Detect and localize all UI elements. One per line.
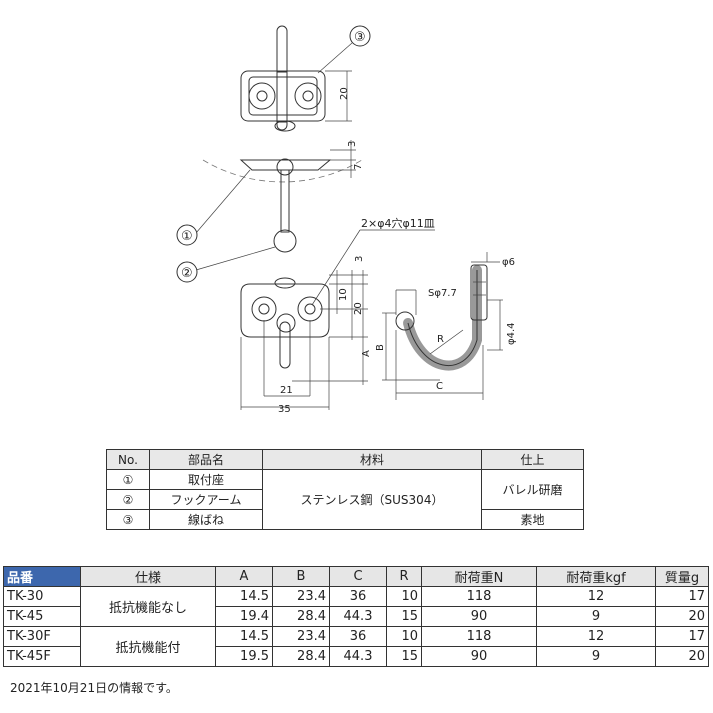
part-no: ③ — [106, 509, 150, 530]
spec-header-C: C — [329, 566, 387, 587]
value-C: 36 — [329, 586, 387, 607]
value-A: 19.4 — [215, 606, 273, 627]
spec-row: TK-30 抵抗機能なし 14.5 23.4 36 10 118 12 17 — [3, 586, 709, 627]
spec-type: 抵抗機能付 — [80, 626, 216, 667]
value-load-n: 118 — [421, 586, 537, 607]
spec-header-spec: 仕様 — [80, 566, 216, 587]
dim-20-bottom: 20 — [353, 302, 364, 315]
spec-header-R: R — [386, 566, 422, 587]
value-B: 28.4 — [272, 646, 330, 667]
spec-type: 抵抗機能なし — [80, 586, 216, 627]
spec-header-load-kgf: 耐荷重kgf — [536, 566, 656, 587]
value-A: 14.5 — [215, 586, 273, 607]
hook-profile: R Sφ7.7 φ6 φ4.4 B C — [375, 252, 517, 400]
part-no: ② — [106, 489, 150, 510]
spec-header-code: 品番 — [3, 566, 81, 587]
value-C: 44.3 — [329, 606, 387, 627]
dim-B: B — [375, 344, 386, 351]
spec-row: TK-45F 19.5 28.4 44.3 15 90 9 20 — [3, 646, 709, 667]
info-date-note: 2021年10月21日の情報です。 — [10, 681, 178, 695]
dim-R: R — [437, 334, 444, 345]
spec-header-A: A — [215, 566, 273, 587]
part-material: ステンレス鋼（SUS304） — [262, 469, 482, 530]
value-C: 44.3 — [329, 646, 387, 667]
parts-row: ① 取付座 ステンレス鋼（SUS304） バレル研磨 — [106, 469, 584, 530]
spec-header-load-n: 耐荷重N — [421, 566, 537, 587]
dim-C: C — [436, 381, 443, 392]
value-load-kgf: 12 — [536, 626, 656, 647]
dim-3-side: 3 — [347, 141, 358, 147]
spec-header-row: 品番 仕様 A B C R 耐荷重N 耐荷重kgf 質量g — [3, 566, 709, 587]
parts-table: No. 部品名 材料 仕上 ① 取付座 ステンレス鋼（SUS304） バレル研磨… — [106, 449, 584, 530]
value-A: 19.5 — [215, 646, 273, 667]
spec-table: 品番 仕様 A B C R 耐荷重N 耐荷重kgf 質量g TK-30 抵抗機能… — [3, 566, 709, 667]
product-code: TK-45F — [3, 646, 81, 667]
value-B: 23.4 — [272, 626, 330, 647]
dim-phi6: φ6 — [502, 257, 515, 268]
parts-row: ③ 線ばね 素地 — [106, 509, 584, 530]
spec-header-B: B — [272, 566, 330, 587]
top-view: 20 ③ — [240, 25, 371, 132]
value-R: 10 — [386, 586, 422, 607]
parts-header-finish: 仕上 — [481, 449, 584, 470]
side-view: 3 7 ① ② — [176, 140, 364, 283]
value-load-kgf: 12 — [536, 586, 656, 607]
dim-35: 35 — [278, 404, 291, 415]
spec-row: TK-45 19.4 28.4 44.3 15 90 9 20 — [3, 606, 709, 627]
value-R: 15 — [386, 646, 422, 667]
dim-10: 10 — [338, 288, 349, 301]
part-name: 取付座 — [149, 469, 263, 490]
dim-phi44: φ4.4 — [506, 323, 517, 346]
dim-3-bottom: 3 — [354, 256, 365, 262]
bottom-view: 2×φ4穴φ11皿 3 10 20 A 21 35 — [240, 216, 435, 415]
value-B: 28.4 — [272, 606, 330, 627]
part-finish: 素地 — [481, 509, 584, 530]
value-mass: 17 — [655, 586, 709, 607]
dim-sphi77: Sφ7.7 — [428, 288, 457, 299]
value-A: 14.5 — [215, 626, 273, 647]
value-load-n: 118 — [421, 626, 537, 647]
dim-A: A — [361, 350, 372, 357]
parts-header-no: No. — [106, 449, 150, 470]
value-load-kgf: 9 — [536, 606, 656, 627]
product-code: TK-30F — [3, 626, 81, 647]
product-code: TK-30 — [3, 586, 81, 607]
part-name: 線ばね — [149, 509, 263, 530]
dim-20-top: 20 — [339, 87, 350, 100]
value-load-n: 90 — [421, 606, 537, 627]
value-mass: 17 — [655, 626, 709, 647]
value-C: 36 — [329, 626, 387, 647]
dim-21: 21 — [280, 385, 293, 396]
parts-header-name: 部品名 — [149, 449, 263, 470]
dim-7: 7 — [353, 164, 364, 170]
callout-3: ③ — [354, 30, 366, 45]
spec-header-mass: 質量g — [655, 566, 709, 587]
spec-row: TK-30F 抵抗機能付 14.5 23.4 36 10 118 12 17 — [3, 626, 709, 667]
parts-row: ② フックアーム — [106, 489, 584, 510]
product-code: TK-45 — [3, 606, 81, 627]
value-mass: 20 — [655, 606, 709, 627]
parts-header-row: No. 部品名 材料 仕上 — [106, 449, 584, 470]
part-no: ① — [106, 469, 150, 490]
hole-note: 2×φ4穴φ11皿 — [361, 216, 435, 230]
value-load-kgf: 9 — [536, 646, 656, 667]
parts-header-material: 材料 — [262, 449, 482, 470]
callout-2: ② — [181, 266, 193, 281]
value-B: 23.4 — [272, 586, 330, 607]
value-load-n: 90 — [421, 646, 537, 667]
value-R: 15 — [386, 606, 422, 627]
value-R: 10 — [386, 626, 422, 647]
part-finish: バレル研磨 — [481, 469, 584, 510]
technical-drawing: 20 ③ 3 7 ① ② — [176, 25, 517, 415]
part-name: フックアーム — [149, 489, 263, 510]
value-mass: 20 — [655, 646, 709, 667]
callout-1: ① — [181, 229, 193, 244]
